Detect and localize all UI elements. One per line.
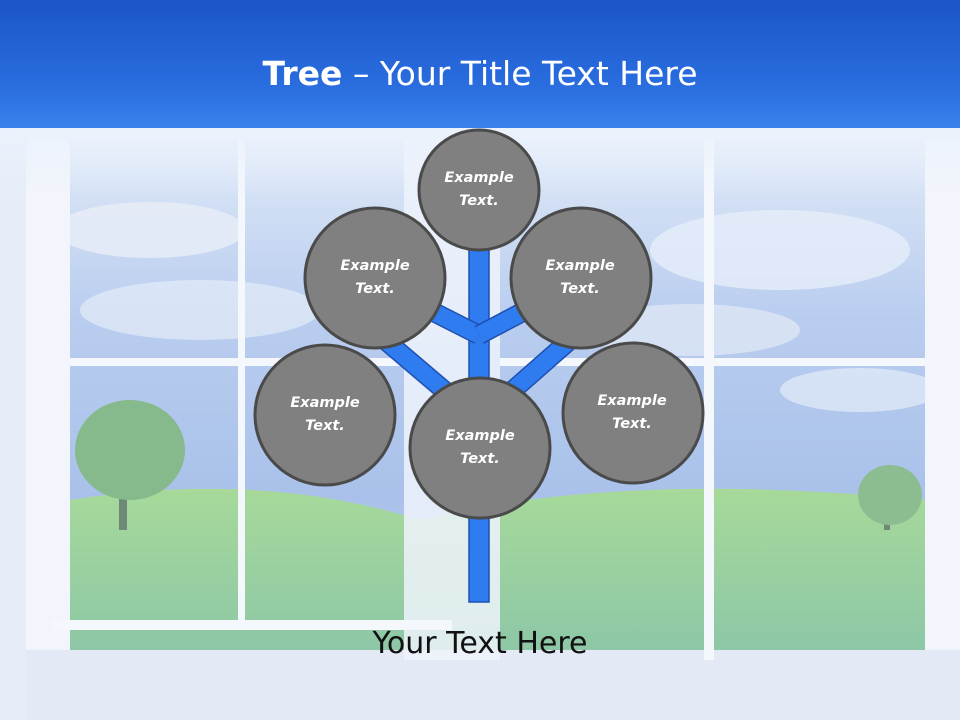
node-circle-upper-left [303,206,447,350]
window-frame-left [26,140,70,670]
page-title: Tree – Your Title Text Here [0,52,960,96]
cloud [780,368,940,412]
node-text-line2: Text. [612,416,652,432]
node-text-line2: Text. [560,281,600,297]
node-text-line1: Example [597,393,667,409]
window-rail-bottom [52,620,452,630]
title-bold: Tree [262,54,343,93]
node-label-center: Example Text. [420,425,540,471]
node-text-line2: Text. [355,281,395,297]
tree-crown [75,400,185,500]
window-rail-left [70,358,405,366]
bottom-caption: Your Text Here [372,626,588,661]
window-rail-right [500,358,925,366]
node-label-lower-right: Example Text. [572,390,692,436]
node-label-upper-left: Example Text. [315,255,435,301]
node-text-line2: Text. [460,451,500,467]
node-circle-top [417,128,541,252]
node-label-upper-right: Example Text. [520,255,640,301]
cloud [80,280,320,340]
node-circle-upper-right [509,206,653,350]
node-circle-lower-right [561,341,705,485]
window-mullion-left [238,140,245,620]
node-text-line1: Example [444,170,514,186]
title-rest: – Your Title Text Here [342,54,698,93]
node-text-line1: Example [340,258,410,274]
node-label-top: Example Text. [419,167,539,213]
tree-trunk [119,470,127,530]
tree-crown [858,465,922,525]
node-text-line2: Text. [459,193,499,209]
node-text-line1: Example [445,428,515,444]
node-circle-center [408,376,552,520]
node-label-lower-left: Example Text. [265,392,385,438]
cloud [55,202,245,258]
cloud [650,210,910,290]
window-sill [0,650,960,720]
header-band [0,0,960,128]
window-frame-right [925,140,960,670]
node-text-line1: Example [545,258,615,274]
window-mullion-right [704,140,714,660]
node-text-line1: Example [290,395,360,411]
node-text-line2: Text. [305,418,345,434]
node-circle-lower-left [253,343,397,487]
